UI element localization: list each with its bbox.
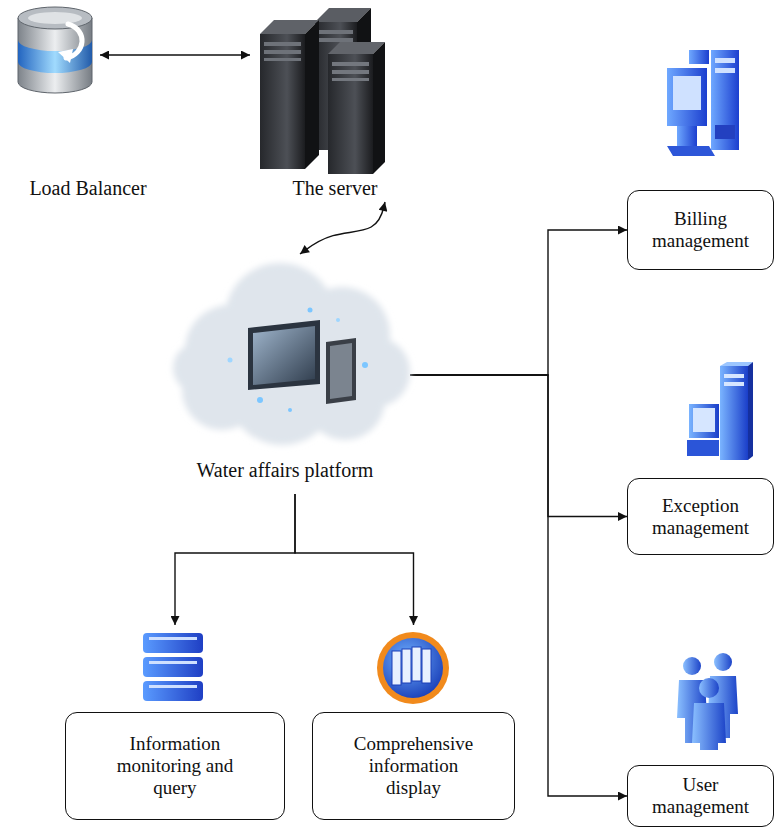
icon-part bbox=[305, 20, 319, 169]
icon-part bbox=[143, 657, 203, 677]
icon-part bbox=[264, 58, 301, 61]
icon-part bbox=[143, 633, 203, 653]
icon-part bbox=[689, 50, 709, 64]
icon-part bbox=[330, 343, 352, 399]
node-icon bbox=[65, 625, 285, 712]
node-icon bbox=[627, 40, 774, 190]
connector-arrow bbox=[295, 494, 414, 625]
icon-part bbox=[332, 62, 369, 66]
node-icon bbox=[250, 0, 420, 176]
icon-part bbox=[328, 54, 373, 174]
icon-part bbox=[392, 651, 401, 685]
icon-part bbox=[308, 308, 313, 313]
node-icon bbox=[312, 625, 515, 712]
icon-part bbox=[18, 7, 92, 29]
icon-part bbox=[412, 647, 421, 681]
icon-part bbox=[715, 125, 735, 139]
icon-part bbox=[248, 320, 320, 390]
icon-part bbox=[715, 68, 735, 73]
icon-part bbox=[677, 126, 697, 146]
icon-part bbox=[715, 58, 735, 63]
icon-part bbox=[319, 38, 353, 42]
module-frame: Exception management bbox=[627, 478, 774, 555]
icon-part bbox=[264, 50, 301, 54]
icon-part bbox=[683, 657, 701, 675]
icon-part bbox=[693, 408, 715, 432]
module-label: Information monitoring and query bbox=[106, 733, 244, 799]
connector-arrow bbox=[175, 494, 295, 625]
connector-arrow bbox=[300, 202, 385, 254]
icon-part bbox=[173, 263, 410, 445]
icon-part bbox=[402, 649, 411, 683]
icon-part bbox=[422, 649, 431, 683]
icon-part bbox=[720, 362, 753, 366]
module-frame: Information monitoring and query bbox=[65, 712, 285, 820]
module-label: User management bbox=[638, 774, 763, 818]
module-box: User management bbox=[627, 648, 774, 827]
icon-part bbox=[667, 68, 707, 126]
icon-part bbox=[253, 326, 315, 385]
icon-part bbox=[692, 703, 726, 750]
connector-arrow bbox=[100, 54, 250, 55]
icon-part bbox=[667, 146, 715, 156]
icon-part bbox=[687, 440, 719, 456]
icon-part bbox=[699, 678, 719, 698]
node-icon bbox=[160, 250, 410, 458]
module-box: Billing management bbox=[627, 40, 774, 270]
icon-part bbox=[377, 632, 449, 704]
module-frame: Comprehensive information display bbox=[312, 712, 515, 820]
icon-part bbox=[748, 362, 753, 460]
icon-part bbox=[28, 12, 82, 24]
connector-arrow bbox=[410, 230, 627, 375]
node-icon bbox=[627, 648, 774, 765]
node-icon bbox=[0, 0, 100, 176]
icon-part bbox=[143, 681, 203, 701]
icon-part bbox=[260, 8, 385, 174]
icon-part bbox=[257, 397, 263, 403]
module-box: Information monitoring and query bbox=[65, 625, 285, 820]
icon-part bbox=[58, 49, 73, 63]
icon-caption: Water affairs platform bbox=[160, 458, 410, 482]
module-frame: User management bbox=[627, 765, 774, 827]
icon-part bbox=[173, 343, 223, 393]
icon-part bbox=[332, 78, 369, 81]
icon-part bbox=[336, 318, 340, 322]
icon-caption: Load Balancer bbox=[0, 176, 176, 200]
module-label: Comprehensive information display bbox=[343, 733, 484, 799]
icon-part bbox=[720, 366, 748, 460]
icon-part bbox=[228, 358, 233, 363]
icon-part bbox=[689, 404, 719, 438]
icon-caption: The server bbox=[250, 176, 420, 200]
module-label: Billing management bbox=[638, 208, 763, 252]
icon-part bbox=[714, 653, 732, 671]
icon-part bbox=[362, 362, 368, 368]
icon-node: The server bbox=[250, 0, 420, 200]
icon-part bbox=[724, 382, 744, 386]
icon-node: Load Balancer bbox=[0, 0, 100, 200]
icon-part bbox=[383, 638, 443, 698]
icon-part bbox=[373, 42, 385, 174]
icon-part bbox=[288, 408, 292, 412]
module-box: Exception management bbox=[627, 360, 774, 555]
module-frame: Billing management bbox=[627, 190, 774, 270]
module-label: Exception management bbox=[638, 495, 763, 539]
module-box: Comprehensive information display bbox=[312, 625, 515, 820]
icon-part bbox=[149, 685, 197, 688]
icon-part bbox=[260, 34, 305, 169]
icon-part bbox=[392, 647, 431, 685]
connector-arrow bbox=[410, 375, 627, 517]
icon-part bbox=[149, 637, 197, 640]
node-icon bbox=[627, 360, 774, 478]
icon-part bbox=[149, 661, 197, 664]
icon-part bbox=[319, 30, 353, 34]
icon-node: Water affairs platform bbox=[160, 250, 410, 482]
icon-part bbox=[724, 374, 744, 378]
icon-part bbox=[673, 76, 701, 110]
icon-part bbox=[332, 70, 369, 74]
icon-part bbox=[264, 42, 301, 46]
icon-part bbox=[711, 50, 739, 150]
icon-part bbox=[326, 338, 356, 404]
